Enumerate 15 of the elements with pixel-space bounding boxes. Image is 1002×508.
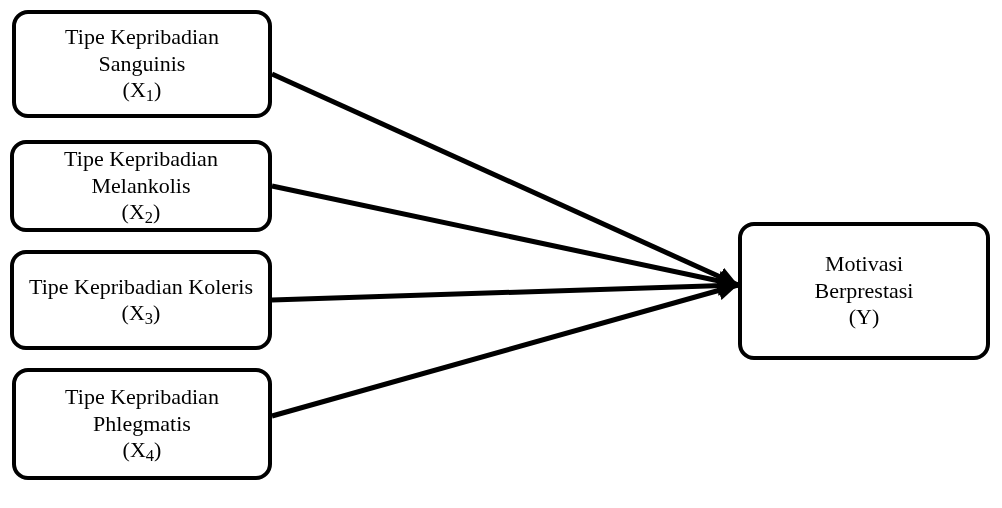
rounded-box (10, 250, 272, 350)
variable-label: (X$_{1}$) (122, 77, 162, 104)
rounded-box (12, 10, 272, 118)
rounded-box (738, 222, 990, 360)
variable-label: (X$_{4}$) (122, 437, 162, 464)
box-title: Tipe Kepribadian Melankolis (63, 146, 219, 200)
box-title: Tipe Kepribadian Phlegmatis (64, 384, 220, 438)
rounded-box (10, 140, 272, 232)
rounded-box (12, 368, 272, 480)
variable-label: (X$_{2}$) (121, 199, 161, 226)
variable-label: (Y) (848, 304, 880, 331)
box-title: Motivasi Berprestasi (813, 251, 915, 305)
box-title: Tipe Kepribadian Sanguinis (64, 24, 220, 78)
variable-label: (X$_{3}$) (121, 300, 161, 327)
box-title: Tipe Kepribadian Koleris (28, 273, 253, 300)
